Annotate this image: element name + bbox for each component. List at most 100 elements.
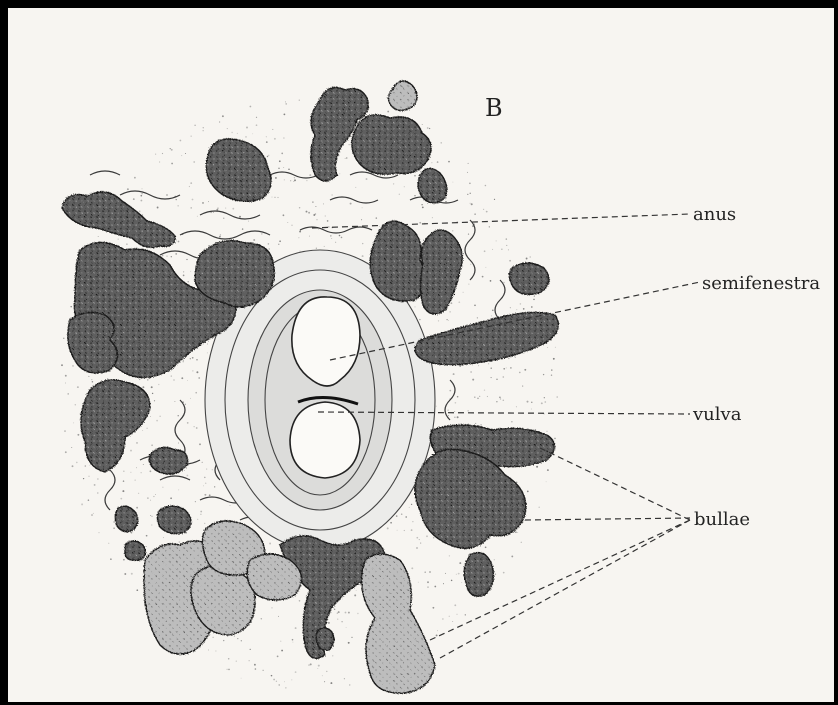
stipple-dot (484, 390, 485, 391)
stipple-dot (422, 207, 424, 209)
stipple-dot (486, 211, 488, 213)
stipple-dot (279, 160, 281, 162)
stipple-dot (88, 476, 89, 477)
stipple-dot (232, 208, 234, 210)
stipple-dot (449, 555, 450, 556)
stipple-dot (278, 684, 279, 685)
stipple-dot (292, 639, 294, 641)
stipple-dot (88, 376, 89, 377)
stipple-dot (256, 117, 257, 118)
stipple-dot (500, 398, 501, 399)
stipple-dot (97, 492, 98, 493)
stipple-dot (176, 199, 177, 200)
stipple-dot (543, 374, 544, 375)
stipple-dot (511, 555, 513, 557)
stipple-dot (554, 438, 556, 440)
stipple-dot (474, 396, 475, 397)
stipple-dot (480, 424, 482, 426)
stipple-dot (162, 153, 163, 154)
stipple-dot (449, 616, 450, 617)
stipple-dot (70, 306, 72, 308)
stipple-dot (437, 630, 438, 631)
stipple-dot (437, 161, 439, 163)
stipple-dot (387, 111, 389, 113)
stipple-dot (399, 194, 400, 195)
stipple-dot (411, 504, 412, 505)
stipple-dot (492, 309, 494, 311)
stipple-dot (438, 320, 439, 321)
stipple-dot (200, 514, 201, 515)
stipple-dot (349, 144, 350, 145)
stipple-dot (519, 372, 521, 374)
stipple-dot (197, 216, 198, 217)
stipple-dot (252, 133, 253, 134)
stipple-dot (366, 178, 368, 180)
stipple-dot (419, 319, 420, 320)
stipple-dot (330, 682, 332, 684)
stipple-dot (203, 127, 204, 128)
stipple-dot (241, 640, 242, 641)
stipple-dot (83, 478, 84, 479)
stipple-dot (491, 377, 492, 378)
stipple-dot (313, 214, 315, 216)
stipple-dot (185, 153, 186, 154)
stipple-dot (283, 113, 285, 115)
stipple-dot (531, 408, 532, 409)
stipple-dot (185, 533, 186, 534)
stipple-dot (331, 194, 332, 195)
stipple-dot (65, 375, 67, 377)
stipple-dot (452, 230, 453, 231)
panel-letter: B (485, 94, 503, 122)
stipple-dot (348, 642, 350, 644)
stipple-dot (523, 308, 525, 310)
stipple-dot (338, 611, 340, 613)
stipple-dot (531, 306, 533, 308)
stipple-dot (535, 429, 536, 430)
stipple-dot (254, 664, 256, 666)
stipple-dot (452, 621, 453, 622)
stipple-dot (470, 203, 471, 204)
stipple-dot (515, 531, 517, 533)
stipple-dot (306, 211, 308, 213)
stipple-dot (214, 486, 215, 487)
stipple-dot (180, 140, 182, 142)
stipple-dot (397, 530, 398, 531)
stipple-dot (271, 197, 272, 198)
stipple-dot (190, 358, 191, 359)
stipple-dot (508, 249, 509, 250)
stipple-dot (461, 582, 462, 583)
stipple-dot (422, 124, 423, 125)
stipple-dot (123, 559, 125, 561)
stipple-dot (516, 406, 517, 407)
stipple-dot (414, 306, 415, 307)
stipple-dot (186, 259, 187, 260)
stipple-dot (330, 235, 332, 237)
stipple-dot (273, 679, 275, 681)
stipple-dot (140, 200, 142, 202)
stipple-dot (337, 612, 339, 614)
stipple-dot (139, 379, 140, 380)
stipple-dot (433, 537, 435, 539)
stipple-dot (467, 172, 468, 173)
stipple-dot (196, 359, 198, 361)
stipple-dot (277, 197, 278, 198)
stipple-dot (294, 177, 295, 178)
stipple-dot (192, 370, 193, 371)
stipple-dot (522, 386, 523, 387)
stipple-dot (479, 396, 480, 397)
stipple-dot (362, 255, 364, 257)
stipple-dot (477, 398, 479, 400)
stipple-dot (446, 319, 447, 320)
stipple-dot (337, 619, 338, 620)
stipple-dot (142, 386, 144, 388)
stipple-dot (272, 129, 273, 130)
stipple-dot (494, 559, 495, 560)
stipple-dot (448, 320, 449, 321)
stipple-dot (360, 584, 361, 585)
stipple-dot (113, 527, 115, 529)
stipple-dot (295, 671, 297, 673)
stipple-dot (356, 590, 357, 591)
stipple-dot (459, 562, 461, 564)
stipple-dot (249, 660, 250, 661)
